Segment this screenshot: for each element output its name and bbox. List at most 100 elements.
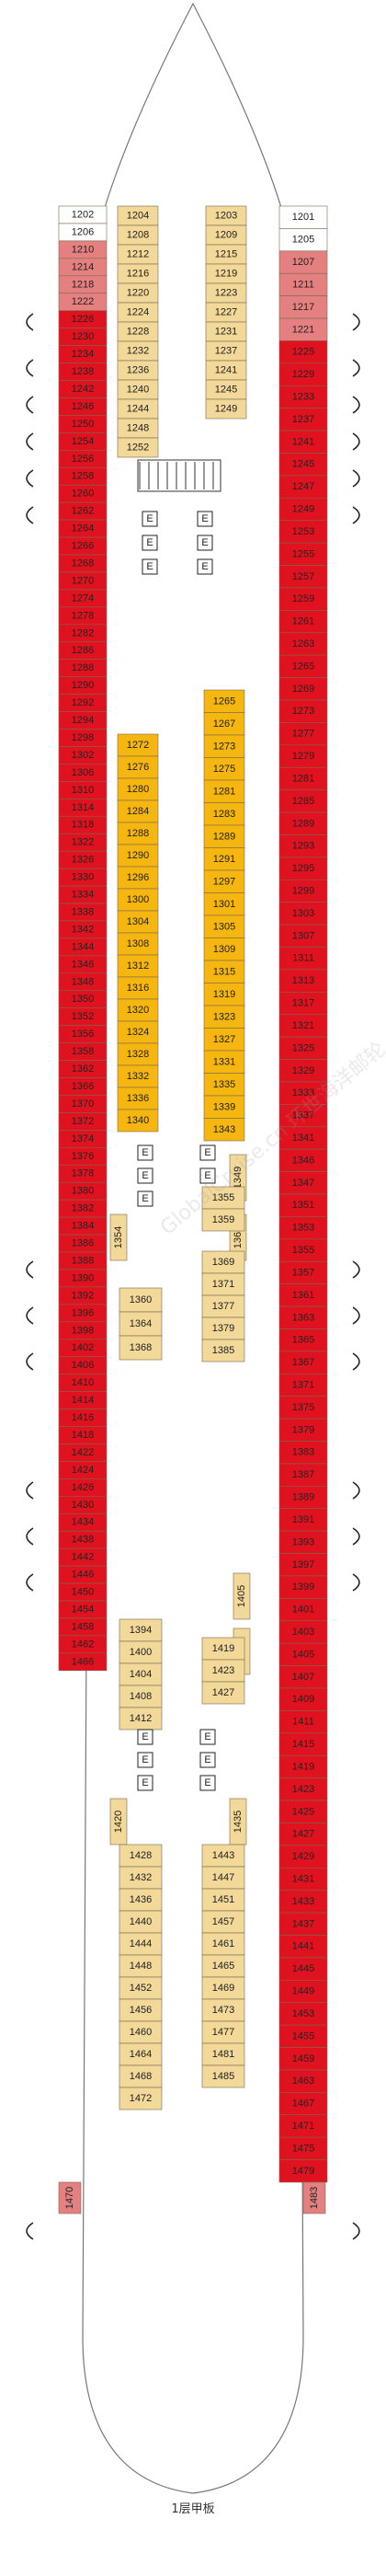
cabin[interactable]: 1223 <box>205 282 247 304</box>
cabin[interactable]: 1313 <box>278 969 328 993</box>
cabin[interactable]: 1403 <box>278 1620 328 1644</box>
cabin[interactable]: 1290 <box>117 844 159 868</box>
cabin[interactable]: 1358 <box>58 1042 108 1061</box>
cabin[interactable]: 1279 <box>278 744 328 768</box>
cabin[interactable]: 1392 <box>58 1286 108 1305</box>
cabin[interactable]: 1254 <box>58 432 108 451</box>
cabin[interactable]: 1455 <box>278 2024 328 2048</box>
cabin[interactable]: 1266 <box>58 536 108 556</box>
cabin[interactable]: 1307 <box>278 924 328 948</box>
cabin[interactable]: 1232 <box>117 340 159 362</box>
cabin[interactable]: 1346 <box>58 955 108 974</box>
cabin[interactable]: 1485 <box>201 2064 245 2088</box>
cabin[interactable]: 1386 <box>58 1234 108 1253</box>
cabin[interactable]: 1253 <box>278 520 328 544</box>
cabin[interactable]: 1291 <box>203 847 245 871</box>
cabin[interactable]: 1289 <box>203 824 245 848</box>
cabin[interactable]: 1353 <box>278 1216 328 1240</box>
cabin[interactable]: 1246 <box>58 397 108 416</box>
cabin[interactable]: 1408 <box>119 1685 163 1708</box>
cabin[interactable]: 1419 <box>278 1754 328 1778</box>
cabin[interactable]: 1290 <box>58 676 108 695</box>
cabin[interactable]: 1462 <box>58 1635 108 1654</box>
cabin[interactable]: 1383 <box>278 1441 328 1465</box>
cabin[interactable]: 1267 <box>203 712 245 736</box>
cabin[interactable]: 1461 <box>201 1932 245 1956</box>
cabin[interactable]: 1281 <box>203 779 245 803</box>
cabin[interactable]: 1391 <box>278 1508 328 1532</box>
cabin[interactable]: 1236 <box>117 360 159 381</box>
cabin[interactable]: 1245 <box>205 379 247 400</box>
cabin[interactable]: 1429 <box>278 1845 328 1869</box>
cabin[interactable]: 1355 <box>201 1186 245 1210</box>
cabin[interactable]: 1481 <box>201 2042 245 2066</box>
cabin[interactable]: 1242 <box>58 380 108 398</box>
cabin[interactable]: 1385 <box>201 1339 245 1363</box>
cabin[interactable]: 1379 <box>201 1317 245 1340</box>
cabin[interactable]: 1398 <box>58 1321 108 1340</box>
cabin[interactable]: 1366 <box>58 1077 108 1096</box>
cabin[interactable]: 1401 <box>278 1598 328 1622</box>
cabin[interactable]: 1252 <box>117 437 159 458</box>
cabin[interactable]: 1356 <box>58 1025 108 1043</box>
cabin[interactable]: 1312 <box>117 954 159 978</box>
cabin[interactable]: 1407 <box>278 1665 328 1689</box>
cabin[interactable]: 1293 <box>278 834 328 858</box>
cabin[interactable]: 1414 <box>58 1391 108 1409</box>
cabin[interactable]: 1333 <box>278 1081 328 1105</box>
cabin[interactable]: 1314 <box>58 798 108 817</box>
cabin[interactable]: 1292 <box>58 694 108 712</box>
cabin[interactable]: 1377 <box>201 1294 245 1318</box>
cabin[interactable]: 1412 <box>119 1707 163 1731</box>
cabin[interactable]: 1216 <box>117 263 159 284</box>
cabin[interactable]: 1344 <box>58 937 108 957</box>
cabin[interactable]: 1405 <box>278 1642 328 1666</box>
cabin[interactable]: 1288 <box>117 822 159 845</box>
cabin[interactable]: 1423 <box>201 1659 245 1683</box>
cabin[interactable]: 1451 <box>201 1888 245 1912</box>
cabin[interactable]: 1390 <box>58 1269 108 1288</box>
cabin[interactable]: 1285 <box>278 789 328 813</box>
cabin[interactable]: 1454 <box>58 1600 108 1619</box>
cabin[interactable]: 1427 <box>278 1823 328 1846</box>
cabin[interactable]: 1346 <box>278 1148 328 1172</box>
cabin[interactable]: 1255 <box>278 542 328 566</box>
cabin[interactable]: 1323 <box>203 1005 245 1029</box>
cabin[interactable]: 1201 <box>278 205 328 229</box>
cabin[interactable]: 1360 <box>119 1287 163 1313</box>
cabin[interactable]: 1269 <box>278 677 328 701</box>
cabin[interactable]: 1300 <box>117 888 159 912</box>
cabin[interactable]: 1226 <box>58 310 108 328</box>
cabin[interactable]: 1449 <box>278 1980 328 2004</box>
cabin[interactable]: 1219 <box>205 263 247 284</box>
cabin[interactable]: 1233 <box>278 385 328 408</box>
cabin[interactable]: 1370 <box>58 1095 108 1113</box>
cabin[interactable]: 1324 <box>117 1020 159 1044</box>
cabin[interactable]: 1420 <box>109 1798 128 1846</box>
cabin[interactable]: 1388 <box>58 1251 108 1271</box>
cabin[interactable]: 1278 <box>58 606 108 626</box>
cabin[interactable]: 1394 <box>119 1618 163 1642</box>
cabin[interactable]: 1453 <box>278 2002 328 2026</box>
cabin[interactable]: 1352 <box>58 1007 108 1026</box>
cabin[interactable]: 1305 <box>203 914 245 938</box>
cabin[interactable]: 1376 <box>58 1147 108 1166</box>
cabin[interactable]: 1224 <box>117 302 159 323</box>
cabin[interactable]: 1338 <box>58 903 108 922</box>
cabin[interactable]: 1286 <box>58 641 108 661</box>
cabin[interactable]: 1245 <box>278 453 328 477</box>
cabin[interactable]: 1443 <box>201 1844 245 1868</box>
cabin[interactable]: 1325 <box>278 1036 328 1060</box>
cabin[interactable]: 1321 <box>278 1014 328 1038</box>
cabin[interactable]: 1343 <box>203 1118 245 1142</box>
cabin[interactable]: 1424 <box>58 1461 108 1479</box>
cabin[interactable]: 1214 <box>58 258 108 277</box>
cabin[interactable]: 1371 <box>201 1272 245 1296</box>
cabin[interactable]: 1477 <box>201 2020 245 2044</box>
cabin[interactable]: 1331 <box>203 1050 245 1074</box>
cabin[interactable]: 1208 <box>117 224 159 246</box>
cabin[interactable]: 1205 <box>278 228 328 252</box>
cabin[interactable]: 1387 <box>278 1463 328 1487</box>
cabin[interactable]: 1334 <box>58 885 108 904</box>
cabin[interactable]: 1350 <box>58 990 108 1009</box>
